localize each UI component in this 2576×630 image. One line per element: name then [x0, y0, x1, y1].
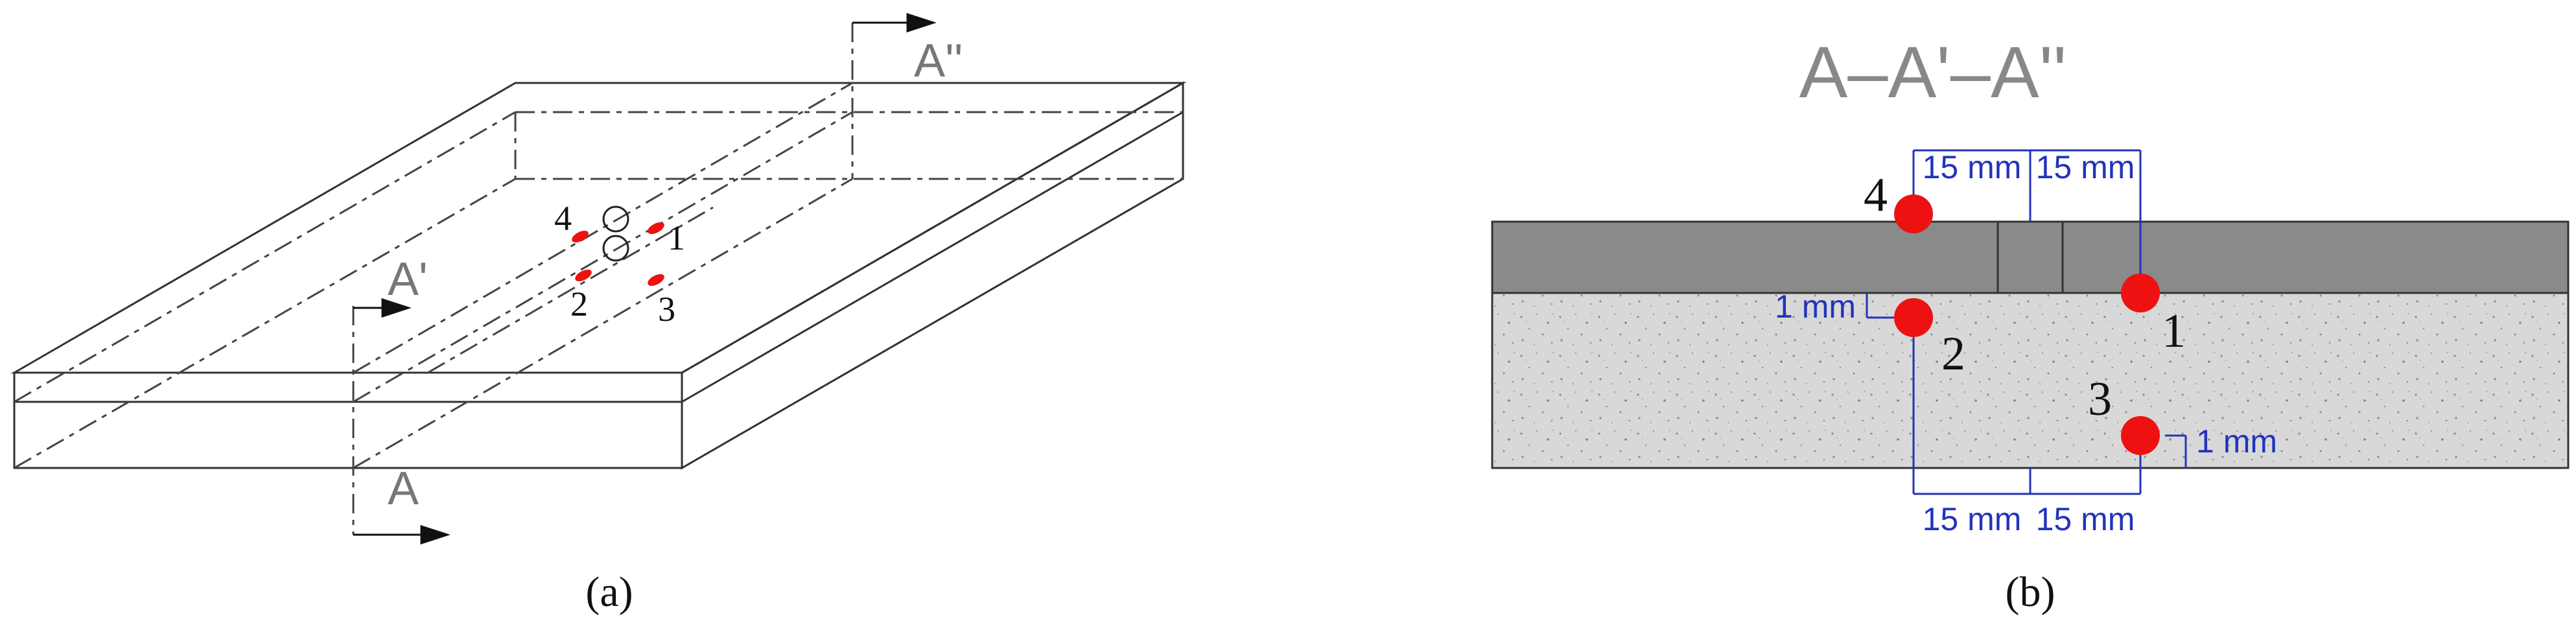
- sensor-2-marker: [575, 269, 592, 282]
- dimension-lines: [1866, 149, 2187, 495]
- concrete-layer: [1491, 292, 2570, 469]
- sensor-4-dot: [1894, 194, 1933, 233]
- sensor-4-marker: [572, 230, 589, 243]
- sensor-3-dot: [2121, 416, 2160, 455]
- dim-top-right: 15 mm: [2036, 149, 2135, 185]
- sensor-2-dot: [1894, 298, 1933, 337]
- dim-bottom-left: 15 mm: [1923, 501, 2022, 537]
- hole-lower-icon: [602, 235, 629, 262]
- sensor-label-3-b: 3: [2088, 373, 2112, 426]
- caption-b: (b): [2006, 568, 2055, 616]
- arrow-a1-icon: [381, 298, 412, 318]
- arrow-a-icon: [420, 524, 451, 545]
- caption-a: (a): [585, 568, 633, 616]
- sensor-1-dot: [2121, 274, 2160, 312]
- hidden-left-top-line: [14, 111, 516, 403]
- sensor-label-2-b: 2: [1941, 327, 1965, 380]
- sensor-label-1-b: 1: [2162, 305, 2186, 358]
- section-line-a-bot: [353, 178, 853, 469]
- label-a: A: [388, 463, 419, 515]
- section-line-a-mid: [353, 111, 853, 403]
- sensor-3-marker: [648, 274, 664, 286]
- label-a2: A'': [914, 35, 963, 87]
- sensor-cluster: [572, 205, 664, 286]
- section-title: A–A'–A'': [1799, 32, 2067, 113]
- section-planes: [14, 23, 1183, 535]
- slab-top-face: [10, 82, 1187, 374]
- dim-bottom-right: 15 mm: [2036, 501, 2135, 537]
- isometric-slab: [10, 81, 1187, 470]
- dim-depth-left: 1 mm: [1775, 288, 1856, 325]
- section-line-inner: [427, 206, 714, 374]
- sensor-1-marker: [648, 222, 664, 235]
- sensor-label-4-a: 4: [554, 199, 572, 238]
- slab-front-face: [13, 371, 683, 469]
- hole-upper-icon: [602, 205, 629, 233]
- sensor-label-1-a: 1: [668, 218, 685, 257]
- overlay-layer: [1491, 220, 2570, 294]
- arrow-a2-icon: [906, 12, 937, 33]
- slab-right-overlay-line: [681, 111, 1184, 403]
- cross-section: [1491, 220, 2570, 469]
- dim-top-left: 15 mm: [1923, 149, 2022, 185]
- sensor-label-4-b: 4: [1864, 169, 1888, 222]
- section-line-a-top: [353, 82, 853, 374]
- sensor-label-3-a: 3: [658, 290, 675, 329]
- dim-depth-right: 1 mm: [2196, 423, 2277, 460]
- label-a1: A': [388, 253, 428, 305]
- hidden-left-bottom-line: [14, 178, 516, 469]
- sensor-label-2-a: 2: [570, 285, 588, 323]
- slab-right-face: [681, 81, 1184, 470]
- section-arrows: [353, 12, 937, 545]
